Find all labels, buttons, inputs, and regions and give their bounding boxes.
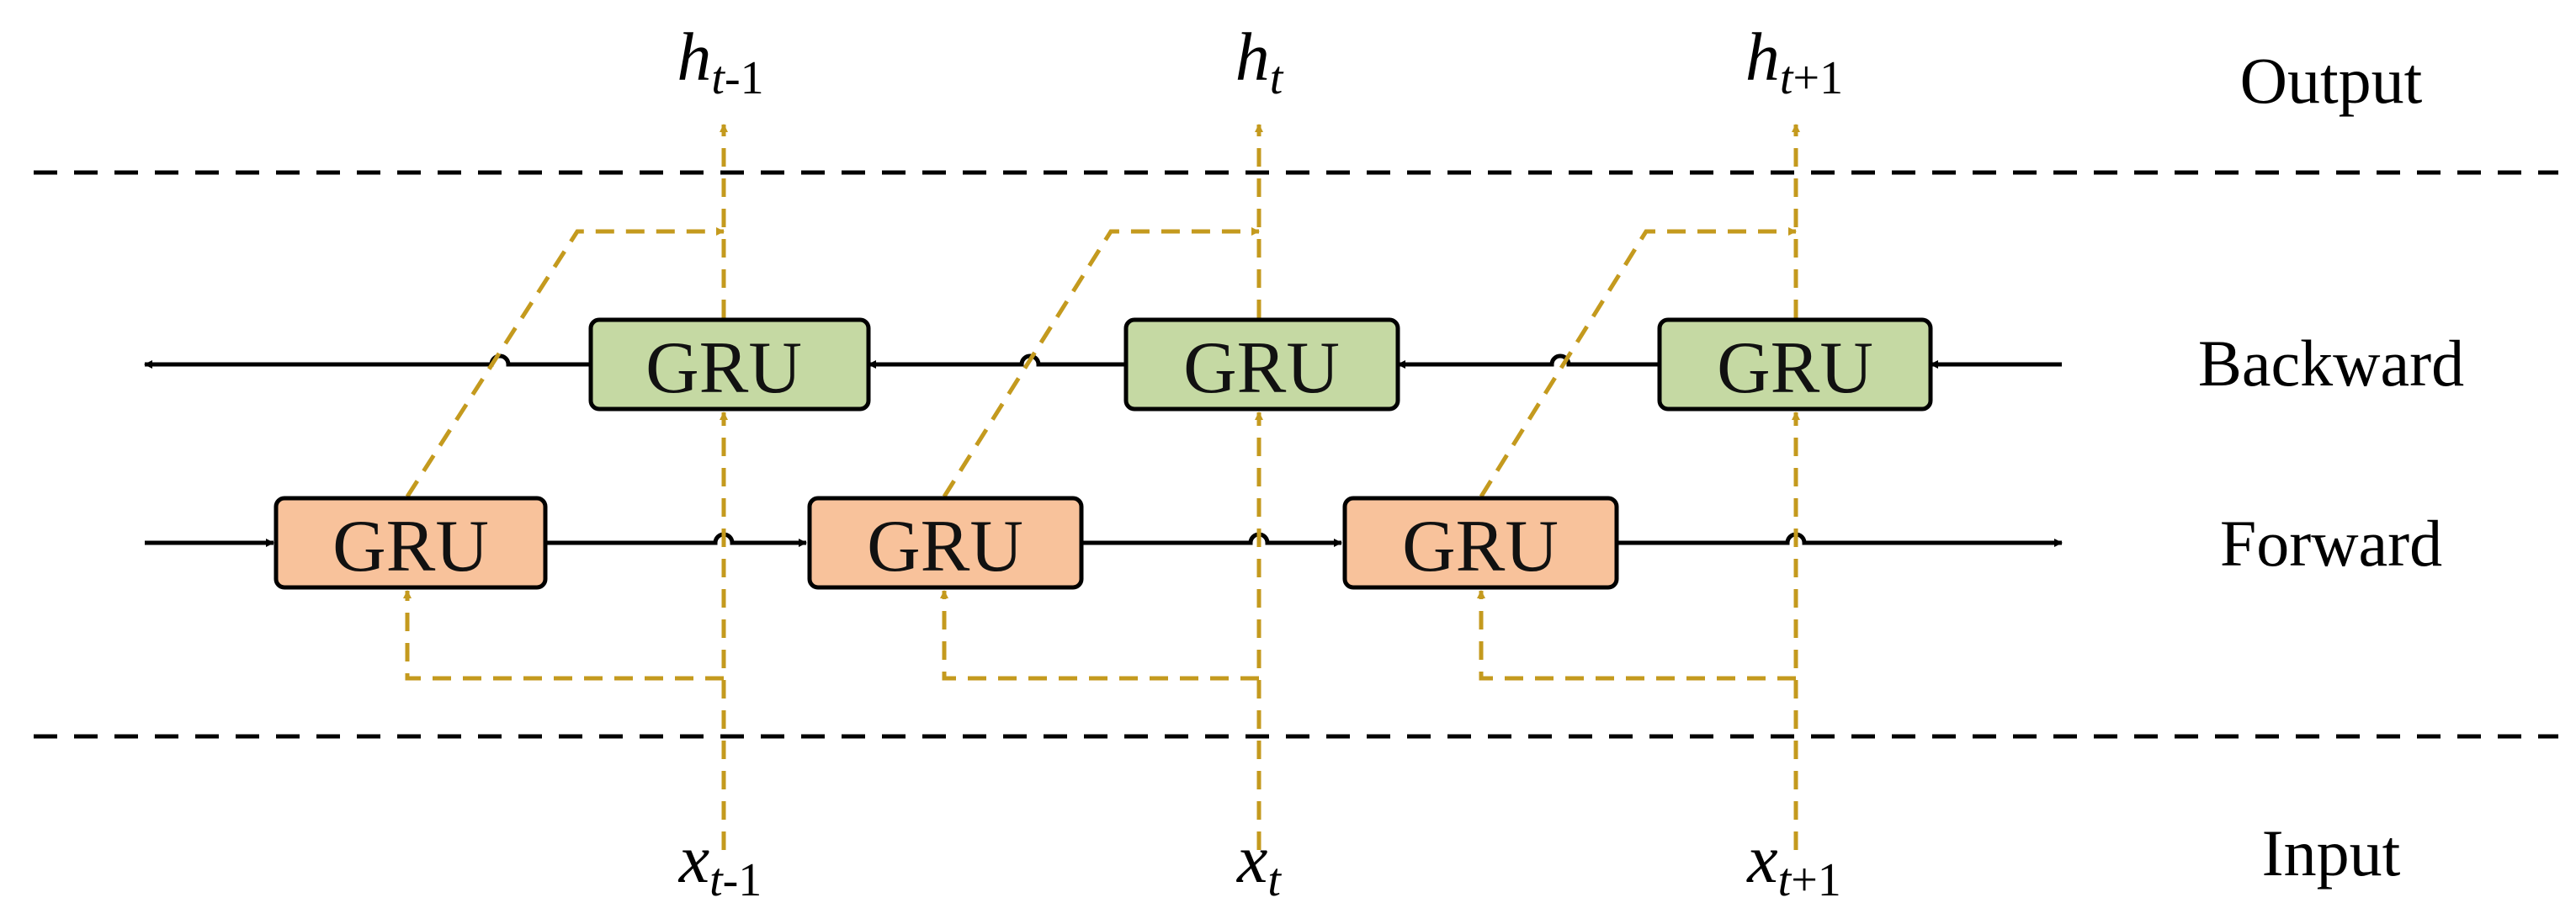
input-labels: xt-1 xt xt+1: [678, 821, 1841, 906]
forward-gru-cells: GRU GRU GRU: [274, 496, 1619, 590]
output-label: ht-1: [677, 19, 763, 104]
input-label: xt+1: [1746, 821, 1841, 906]
backward-gru-cell: GRU: [1657, 317, 1933, 412]
dashed-flow-arrows: [403, 124, 1800, 850]
forward-gru-cell: GRU: [807, 496, 1084, 590]
input-label: xt-1: [678, 821, 762, 906]
svg-text:GRU: GRU: [332, 506, 489, 587]
backward-line-segment: [868, 353, 1124, 369]
output-label: ht: [1235, 19, 1284, 104]
backward-gru-cell: GRU: [588, 317, 871, 412]
forward-gru-cell: GRU: [274, 496, 548, 590]
svg-text:GRU: GRU: [867, 506, 1023, 587]
forward-line-segment: [1617, 532, 2063, 547]
input-to-forward-arrow: [403, 590, 724, 681]
forward-to-output-arrow: [405, 227, 725, 498]
input-row-label: Input: [2262, 816, 2401, 890]
backward-line-segment: [144, 353, 589, 369]
input-to-forward-arrow: [940, 590, 1259, 681]
input-to-forward-arrow: [1477, 590, 1796, 681]
forward-line-segment: [545, 532, 807, 547]
forward-line-segment: [1081, 532, 1342, 547]
forward-to-output-arrow: [942, 227, 1260, 498]
forward-gru-cell: GRU: [1342, 496, 1619, 590]
svg-text:GRU: GRU: [645, 327, 802, 409]
svg-text:GRU: GRU: [1717, 327, 1873, 409]
input-label: xt: [1236, 821, 1282, 906]
output-label: ht+1: [1745, 19, 1843, 104]
backward-line-segment: [1397, 353, 1658, 369]
svg-text:GRU: GRU: [1183, 327, 1340, 409]
output-row-label: Output: [2240, 44, 2423, 117]
backward-row-label: Backward: [2198, 327, 2464, 400]
backward-gru-cell: GRU: [1123, 317, 1400, 412]
forward-row-label: Forward: [2220, 507, 2442, 580]
svg-text:GRU: GRU: [1402, 506, 1559, 587]
output-labels: ht-1 ht ht+1: [677, 19, 1843, 104]
forward-to-output-arrow: [1479, 227, 1797, 498]
backward-gru-cells: GRU GRU GRU: [588, 317, 1933, 412]
